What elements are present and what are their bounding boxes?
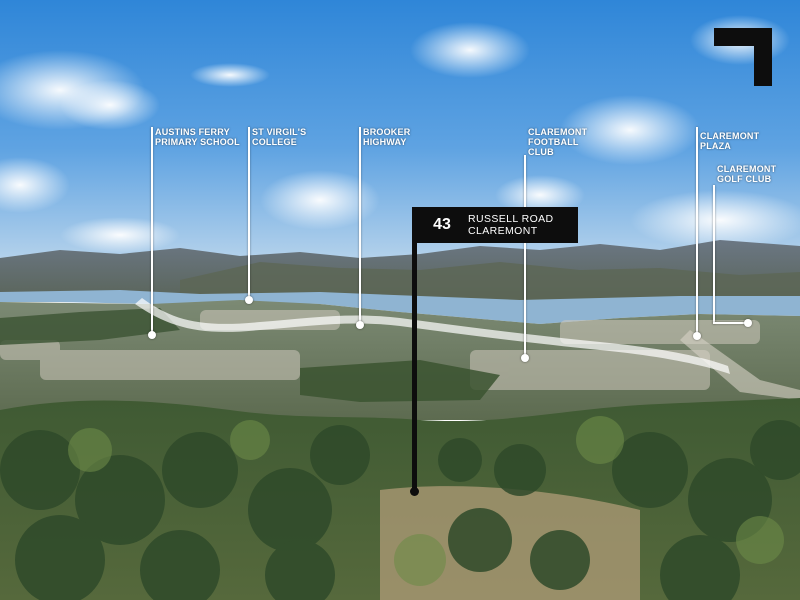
marker-st-virgils [245, 296, 253, 304]
marker-claremont-golf [744, 319, 752, 327]
marker-brooker-highway [356, 321, 364, 329]
marker-claremont-football [521, 354, 529, 362]
property-pin-stem [412, 207, 417, 492]
property-suburb: CLAREMONT [468, 225, 538, 237]
label-claremont-golf-club: CLAREMONT GOLF CLUB [717, 164, 777, 184]
label-claremont-plaza: CLAREMONT PLAZA [700, 131, 760, 151]
leader-brooker-highway [359, 127, 361, 323]
property-number: 43 [433, 216, 451, 233]
river [0, 290, 800, 324]
corner-bracket-logo-icon [714, 28, 772, 86]
leader-st-virgils [248, 127, 250, 297]
leader-claremont-football [524, 155, 526, 358]
label-claremont-football-club: CLAREMONT FOOTBALL CLUB [528, 127, 588, 157]
label-austins-ferry-primary-school: AUSTINS FERRY PRIMARY SCHOOL [155, 127, 240, 147]
tree-canopy [0, 420, 800, 600]
label-brooker-highway: BROOKER HIGHWAY [363, 127, 411, 147]
leader-claremont-plaza [696, 127, 698, 335]
leader-austins-ferry [151, 127, 153, 333]
clouds [0, 15, 800, 253]
leader-claremont-golf [713, 185, 715, 324]
property-address-box: 43 RUSSELL ROAD CLAREMONT [416, 207, 578, 243]
highway-road [680, 330, 800, 400]
marker-claremont-plaza [693, 332, 701, 340]
property-address-lines: RUSSELL ROAD CLAREMONT [468, 213, 554, 237]
label-st-virgils-college: ST VIRGIL'S COLLEGE [252, 127, 307, 147]
leader-claremont-golf-horizontal [713, 322, 747, 324]
marker-austins-ferry [148, 331, 156, 339]
property-pin-marker [410, 487, 419, 496]
property-street: RUSSELL ROAD [468, 213, 554, 225]
